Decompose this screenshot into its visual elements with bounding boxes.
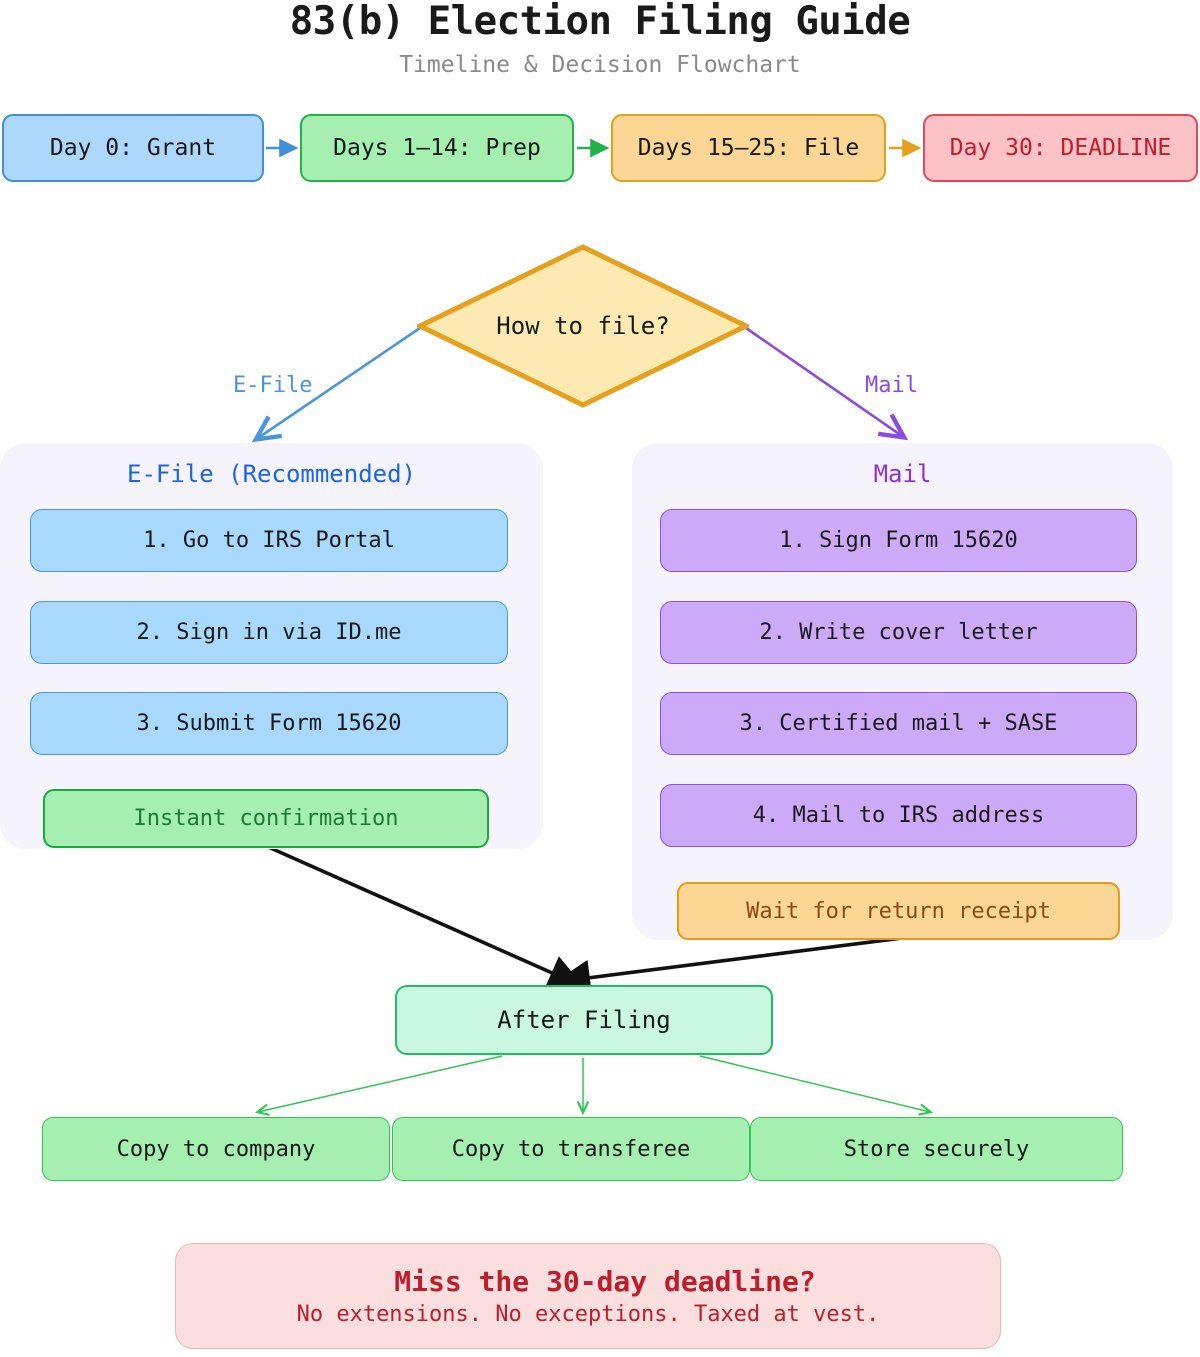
after-filing-child-store-securely[interactable]: Store securely — [750, 1117, 1123, 1181]
efile-step-2[interactable]: 2. Sign in via ID.me — [30, 601, 508, 664]
edge-label-efile: E-File — [233, 373, 313, 398]
mail-step-3-label: 3. Certified mail + SASE — [739, 711, 1058, 736]
after-filing-child-copy-transferee-label: Copy to transferee — [451, 1136, 691, 1162]
efile-step-3[interactable]: 3. Submit Form 15620 — [30, 692, 508, 755]
mail-outcome-label: Wait for return receipt — [746, 898, 1051, 924]
panel-efile-title: E-File (Recommended) — [127, 460, 416, 488]
mail-outcome[interactable]: Wait for return receipt — [677, 882, 1120, 940]
mail-step-2-label: 2. Write cover letter — [759, 620, 1038, 645]
timeline-node-file-label: Days 15–25: File — [637, 135, 860, 161]
mail-step-4[interactable]: 4. Mail to IRS address — [660, 784, 1137, 847]
efile-step-1-label: 1. Go to IRS Portal — [143, 528, 395, 553]
page-subtitle: Timeline & Decision Flowchart — [399, 52, 801, 78]
timeline-node-file[interactable]: Days 15–25: File — [611, 114, 886, 182]
warning-subtext: No extensions. No exceptions. Taxed at v… — [296, 1302, 880, 1327]
after-filing-child-copy-company-label: Copy to company — [116, 1136, 316, 1162]
mail-step-1-label: 1. Sign Form 15620 — [779, 528, 1018, 553]
panel-mail-title: Mail — [873, 460, 932, 488]
decision-diamond[interactable]: How to file? — [417, 244, 749, 408]
timeline-node-deadline-label: Day 30: DEADLINE — [949, 135, 1172, 161]
decision-diamond-label: How to file? — [496, 312, 670, 340]
timeline-node-grant-label: Day 0: Grant — [49, 135, 217, 161]
timeline-node-deadline[interactable]: Day 30: DEADLINE — [923, 114, 1198, 182]
timeline-node-prep-label: Days 1–14: Prep — [333, 135, 541, 161]
page-title: 83(b) Election Filing Guide — [289, 0, 911, 44]
mail-step-3[interactable]: 3. Certified mail + SASE — [660, 692, 1137, 755]
diamond-shape — [417, 244, 749, 408]
edge-label-mail: Mail — [865, 373, 918, 398]
after-filing-edges — [258, 1055, 930, 1112]
mail-step-4-label: 4. Mail to IRS address — [752, 803, 1045, 828]
warning-heading: Miss the 30-day deadline? — [394, 1265, 816, 1298]
mail-step-1[interactable]: 1. Sign Form 15620 — [660, 509, 1137, 572]
after-filing-label: After Filing — [497, 1006, 671, 1034]
efile-outcome[interactable]: Instant confirmation — [43, 789, 489, 848]
after-filing-child-store-securely-label: Store securely — [843, 1136, 1030, 1162]
after-filing-child-copy-company[interactable]: Copy to company — [42, 1117, 390, 1181]
efile-outcome-label: Instant confirmation — [133, 806, 399, 831]
efile-step-2-label: 2. Sign in via ID.me — [136, 620, 402, 645]
after-filing-node[interactable]: After Filing — [395, 985, 773, 1055]
warning-callout: Miss the 30-day deadline? No extensions.… — [175, 1243, 1001, 1349]
efile-step-1[interactable]: 1. Go to IRS Portal — [30, 509, 508, 572]
timeline-node-grant[interactable]: Day 0: Grant — [2, 114, 264, 182]
after-filing-child-copy-transferee[interactable]: Copy to transferee — [392, 1117, 750, 1181]
efile-step-3-label: 3. Submit Form 15620 — [136, 711, 402, 736]
mail-step-2[interactable]: 2. Write cover letter — [660, 601, 1137, 664]
timeline-node-prep[interactable]: Days 1–14: Prep — [300, 114, 574, 182]
